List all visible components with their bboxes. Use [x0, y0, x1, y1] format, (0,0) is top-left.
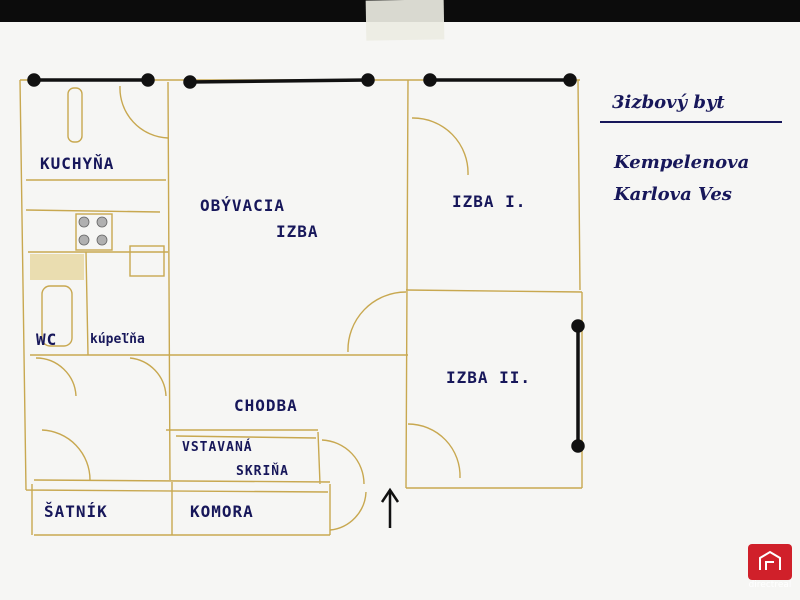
room-closet: ŠATNÍK	[44, 502, 108, 521]
paper-sheet	[0, 22, 800, 600]
address-street: Kempelenova	[614, 152, 750, 173]
room-bathroom: kúpeľňa	[90, 332, 145, 347]
logo-text: directreal	[748, 580, 792, 590]
room-bedroom-2: IZBA II.	[446, 368, 532, 387]
room-storage: KOMORA	[190, 502, 254, 521]
page-title: 3izbový byt	[612, 92, 725, 113]
room-wardrobe-line1: VSTAVANÁ	[182, 440, 253, 455]
room-bedroom-1: IZBA I.	[452, 192, 527, 211]
room-hallway: CHODBA	[234, 396, 298, 415]
brand-logo: directreal	[744, 544, 796, 596]
room-wc: WC	[36, 330, 58, 349]
entrance-arrow	[380, 487, 400, 528]
room-living-line2: IZBA	[276, 222, 319, 241]
room-wardrobe-line2: SKRIŇA	[236, 464, 289, 479]
address-district: Karlova Ves	[614, 184, 732, 205]
hatched-area	[30, 254, 84, 280]
room-living-line1: OBÝVACIA	[200, 196, 286, 215]
room-kitchen: KUCHYŇA	[40, 154, 115, 173]
logo-icon	[748, 544, 792, 580]
